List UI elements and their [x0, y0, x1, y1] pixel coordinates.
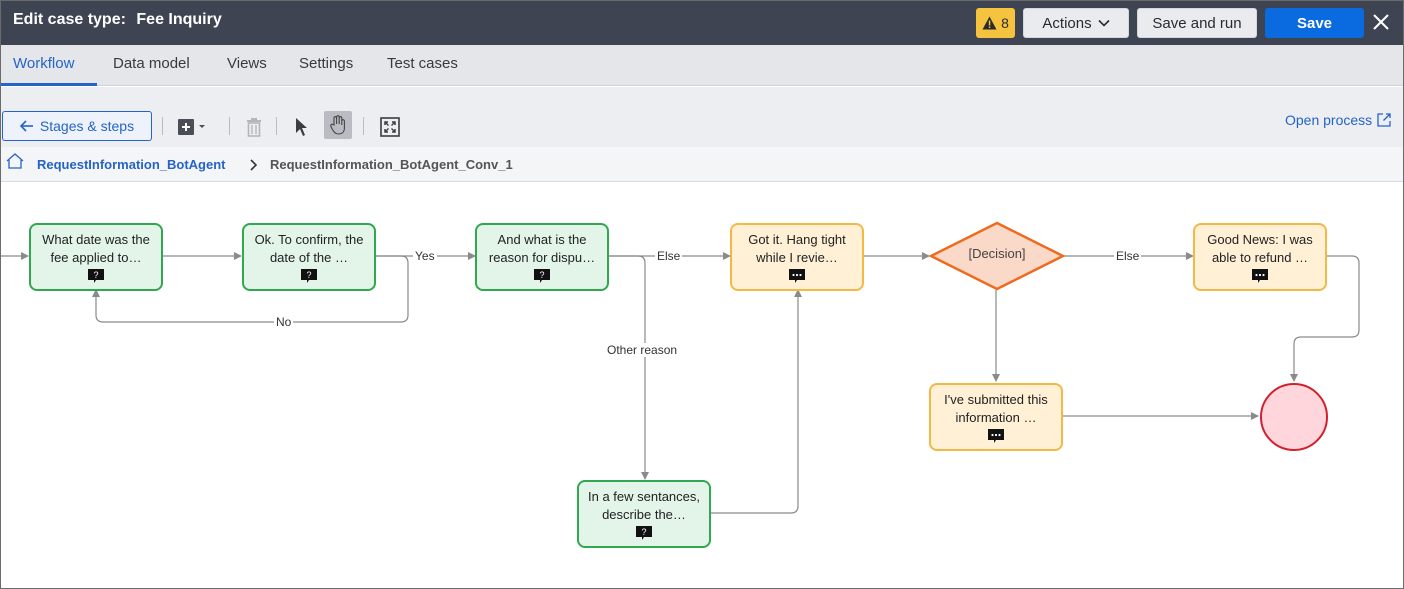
question-chat-icon: ?: [534, 268, 550, 283]
tab-test-cases[interactable]: Test cases: [387, 55, 458, 72]
node-label: In a few sentances, describe the…: [587, 488, 700, 522]
message-chat-icon: [789, 268, 805, 283]
edge-label-other-reason: Other reason: [605, 343, 680, 357]
external-link-icon: [1377, 113, 1391, 127]
tab-workflow[interactable]: Workflow: [13, 55, 75, 72]
question-chat-icon: ?: [301, 268, 317, 283]
question-node[interactable]: Ok. To confirm, the date of the … ?: [242, 223, 376, 291]
connector: [711, 289, 802, 514]
edge-label-else: Else: [1114, 249, 1142, 263]
warnings-button[interactable]: 8: [976, 8, 1015, 38]
tab-bar: Workflow Data model Views Settings Test …: [1, 45, 1403, 86]
node-label: Got it. Hang tight while I revie…: [748, 231, 846, 265]
flow-connectors: [1, 221, 1360, 514]
trash-icon: [247, 118, 261, 137]
breadcrumb-current: RequestInformation_BotAgent_Conv_1: [270, 157, 513, 172]
message-chat-icon: [1252, 268, 1268, 283]
question-node[interactable]: What date was the fee applied to… ?: [29, 223, 163, 291]
edge-label-else: Else: [655, 249, 683, 263]
pointer-icon: [296, 118, 307, 136]
toolbar-separator: [162, 117, 163, 135]
connector: [1290, 255, 1360, 382]
svg-text:?: ?: [306, 270, 311, 280]
message-node[interactable]: Got it. Hang tight while I revie…: [730, 223, 864, 291]
chevron-right-icon: [250, 159, 257, 171]
open-process-link[interactable]: Open process: [1285, 112, 1392, 128]
hand-icon: [330, 115, 345, 135]
pan-tool-button[interactable]: [324, 111, 352, 139]
svg-text:?: ?: [539, 270, 544, 280]
flow-canvas[interactable]: Yes No Else Other reason Else What date …: [1, 182, 1403, 588]
node-label: And what is the reason for dispu…: [488, 231, 596, 265]
home-icon[interactable]: [6, 153, 24, 169]
stages-label: Stages & steps: [39, 118, 135, 134]
node-label: Ok. To confirm, the date of the …: [254, 231, 364, 265]
edge-label-yes: Yes: [413, 249, 437, 263]
close-icon[interactable]: [1371, 12, 1391, 32]
decision-label: [Decision]: [968, 246, 1026, 261]
message-node[interactable]: I've submitted this information …: [929, 383, 1063, 451]
tab-settings[interactable]: Settings: [299, 55, 354, 72]
actions-label: Actions: [1042, 14, 1092, 32]
toolbar-separator: [276, 117, 277, 135]
connector-other-reason: [609, 255, 649, 480]
node-label: What date was the fee applied to…: [42, 231, 150, 265]
toolbar: Stages & steps: [1, 99, 1403, 147]
decision-node: [928, 221, 1066, 291]
toolbar-separator: [229, 117, 230, 135]
warning-icon: [982, 16, 997, 30]
title-prefix: Edit case type:: [13, 11, 126, 28]
arrow-left-icon: [19, 120, 33, 132]
warning-count: 8: [1001, 15, 1009, 31]
divider-band: [1, 87, 1403, 99]
chevron-down-icon: [1098, 19, 1110, 27]
question-node[interactable]: And what is the reason for dispu… ?: [475, 223, 609, 291]
delete-button[interactable]: [241, 114, 267, 140]
active-tab-indicator: [1, 83, 97, 86]
question-chat-icon: ?: [636, 525, 652, 540]
svg-text:?: ?: [93, 270, 98, 280]
save-button[interactable]: Save: [1265, 8, 1364, 38]
end-node[interactable]: [1260, 383, 1328, 451]
case-type-name: Fee Inquiry: [136, 11, 222, 28]
message-chat-icon: [988, 428, 1004, 443]
fit-screen-icon: [380, 117, 400, 137]
node-label: I've submitted this information …: [944, 391, 1048, 425]
question-node[interactable]: In a few sentances, describe the… ?: [577, 480, 711, 548]
actions-button[interactable]: Actions: [1023, 8, 1129, 38]
breadcrumb-parent-link[interactable]: RequestInformation_BotAgent: [37, 157, 226, 172]
select-tool-button[interactable]: [288, 114, 314, 140]
add-icon: [178, 119, 205, 135]
tab-data-model[interactable]: Data model: [113, 55, 190, 72]
edge-label-no: No: [274, 315, 294, 329]
toolbar-separator: [363, 117, 364, 135]
breadcrumb: RequestInformation_BotAgent RequestInfor…: [1, 147, 1403, 182]
tab-views[interactable]: Views: [227, 55, 267, 72]
save-and-run-button[interactable]: Save and run: [1137, 8, 1257, 38]
fit-to-screen-button[interactable]: [377, 114, 403, 140]
message-node[interactable]: Good News: I was able to refund …: [1193, 223, 1327, 291]
add-shape-button[interactable]: [173, 114, 209, 140]
node-label: Good News: I was able to refund …: [1207, 231, 1313, 265]
open-process-label: Open process: [1285, 112, 1373, 128]
question-chat-icon: ?: [88, 268, 104, 283]
page-title: Edit case type: Fee Inquiry: [13, 11, 222, 29]
svg-text:?: ?: [641, 527, 646, 537]
header-bar: Edit case type: Fee Inquiry 8 Actions Sa…: [1, 1, 1403, 45]
stages-and-steps-button[interactable]: Stages & steps: [2, 111, 152, 141]
connector-no: [92, 255, 409, 323]
